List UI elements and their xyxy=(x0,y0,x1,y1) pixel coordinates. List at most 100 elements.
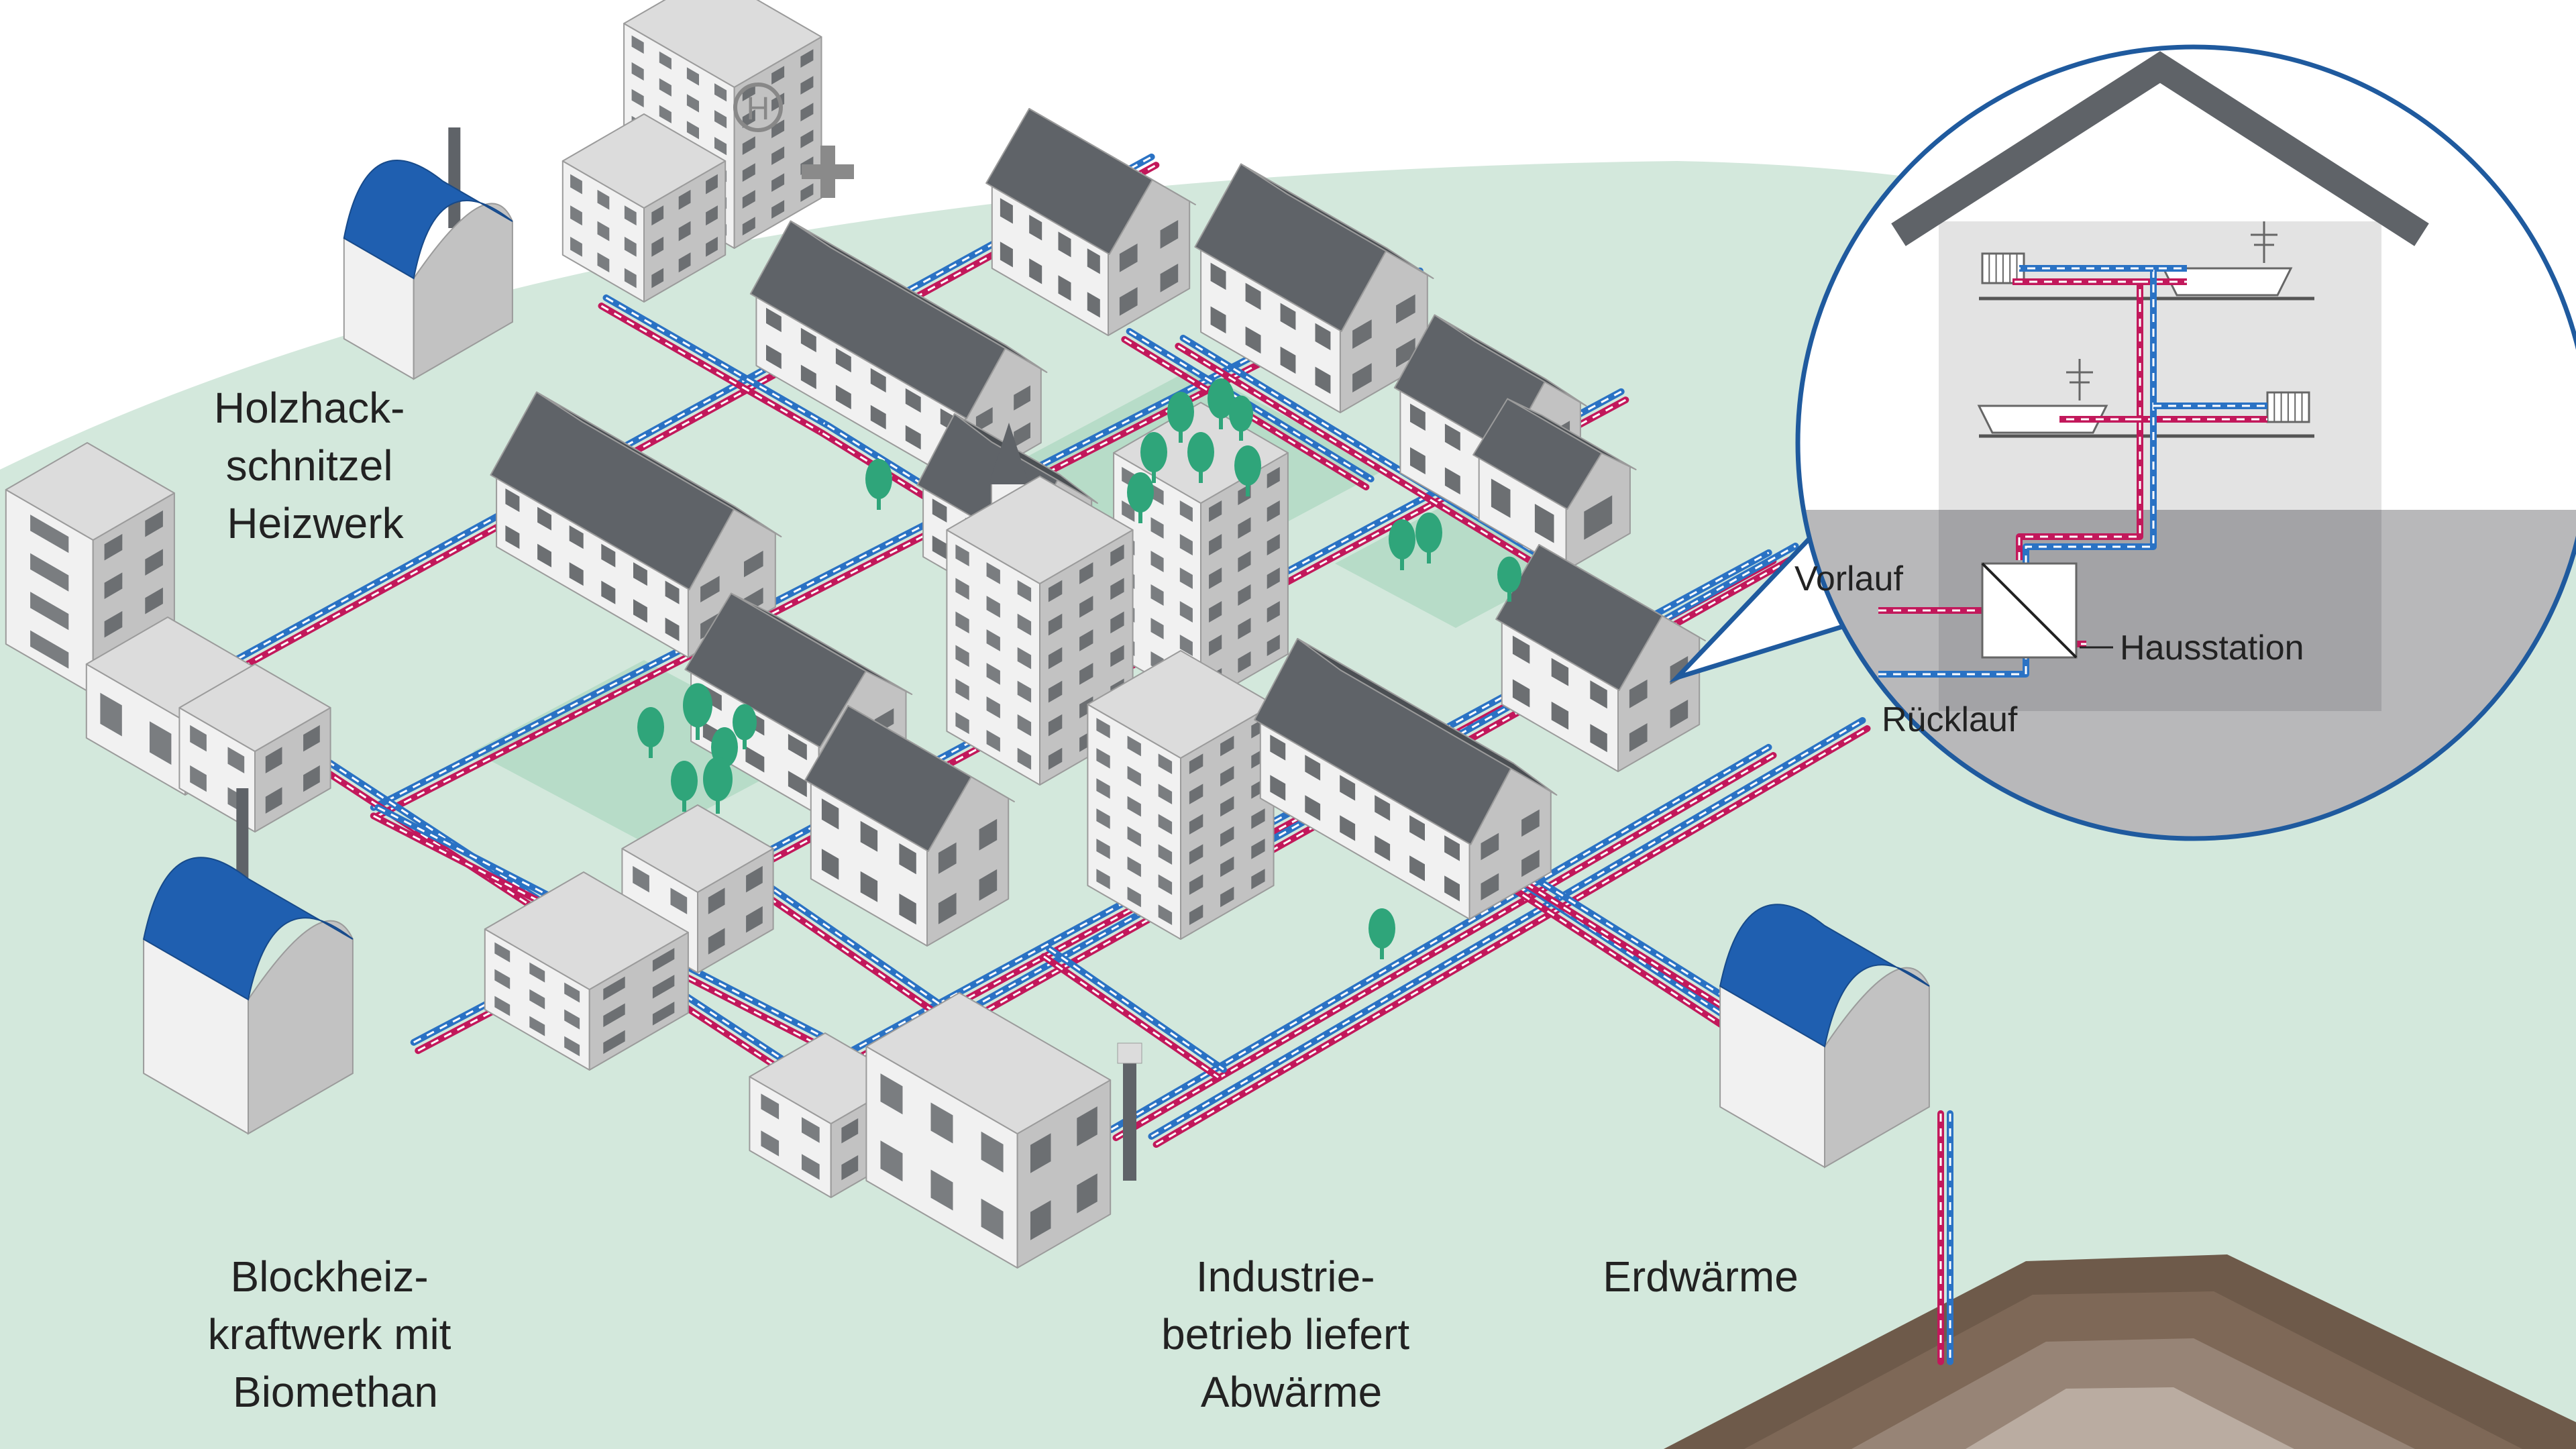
roof-back xyxy=(847,705,1015,802)
window xyxy=(603,976,625,1001)
window xyxy=(1209,601,1222,623)
window xyxy=(1409,815,1425,841)
house xyxy=(985,108,1196,336)
radiator-icon xyxy=(2266,391,2310,423)
trees xyxy=(637,378,1521,959)
tree xyxy=(865,459,892,510)
window xyxy=(1179,500,1193,522)
window xyxy=(766,307,782,333)
window xyxy=(870,405,886,430)
window xyxy=(651,268,664,288)
roof-back xyxy=(1434,314,1587,407)
tree xyxy=(1368,908,1395,959)
window xyxy=(1030,1200,1051,1240)
window xyxy=(1087,248,1100,274)
roof-back xyxy=(1240,163,1434,279)
window xyxy=(150,721,172,765)
window xyxy=(30,515,69,553)
window xyxy=(1629,680,1648,708)
apartment-block xyxy=(946,476,1134,786)
window xyxy=(714,110,727,129)
window xyxy=(880,1140,903,1182)
window xyxy=(1048,747,1063,770)
window xyxy=(1048,714,1063,737)
window xyxy=(505,525,520,549)
window xyxy=(652,1002,675,1026)
window xyxy=(494,969,511,989)
window xyxy=(706,236,718,257)
window xyxy=(1150,551,1164,572)
tree xyxy=(1208,378,1234,429)
window xyxy=(603,1003,625,1028)
window xyxy=(771,146,785,165)
window xyxy=(1017,747,1032,770)
window xyxy=(1512,679,1530,708)
window xyxy=(771,93,785,111)
window xyxy=(665,617,680,641)
window xyxy=(1270,775,1286,801)
window xyxy=(1189,753,1203,774)
window xyxy=(631,89,644,108)
roof-flat xyxy=(946,476,1134,584)
return-label: Rücklauf xyxy=(1882,700,2018,739)
hospital-annex xyxy=(561,113,727,303)
window xyxy=(708,888,725,914)
chp-plant-label: Blockheiz- kraftwerk mit Biomethan xyxy=(208,1252,463,1416)
window xyxy=(651,236,664,257)
window xyxy=(771,66,785,85)
window xyxy=(742,136,755,155)
tree xyxy=(733,704,757,749)
window xyxy=(1029,215,1042,241)
window xyxy=(860,820,878,852)
woodchip-plant xyxy=(343,127,513,380)
window xyxy=(1220,826,1234,847)
window xyxy=(601,543,616,568)
window xyxy=(1048,580,1063,602)
wall-arched xyxy=(413,203,513,380)
window xyxy=(860,871,878,902)
roof-back xyxy=(790,220,1048,373)
window xyxy=(1238,517,1251,539)
window xyxy=(1158,874,1173,895)
window xyxy=(564,1009,580,1030)
window xyxy=(955,578,969,600)
roof-back xyxy=(1538,544,1706,641)
window xyxy=(938,842,957,874)
window xyxy=(265,787,282,814)
window xyxy=(1096,748,1110,769)
window xyxy=(981,1131,1004,1173)
window xyxy=(670,888,688,914)
window xyxy=(1220,886,1234,908)
window xyxy=(975,407,993,433)
window xyxy=(631,35,644,54)
tree xyxy=(1167,392,1194,443)
window xyxy=(986,663,1000,685)
window xyxy=(601,580,616,604)
window xyxy=(802,1117,820,1143)
window xyxy=(529,989,545,1010)
window xyxy=(1158,753,1173,774)
window xyxy=(1375,795,1391,821)
office-block xyxy=(484,871,689,1071)
window xyxy=(1048,680,1063,703)
window xyxy=(1238,551,1251,572)
window xyxy=(1110,645,1124,667)
window xyxy=(633,865,649,893)
window xyxy=(1396,337,1415,368)
window xyxy=(841,1118,859,1144)
roof-back xyxy=(730,592,913,695)
window xyxy=(1375,835,1391,861)
window xyxy=(1396,294,1415,324)
tree xyxy=(637,707,664,758)
window xyxy=(1521,849,1540,877)
window xyxy=(1209,568,1222,589)
plant-roof xyxy=(1719,904,1930,1048)
bathtub-icon xyxy=(1977,359,2108,434)
window xyxy=(1444,423,1460,451)
window xyxy=(1150,484,1164,505)
roof-back xyxy=(953,413,1098,504)
tree xyxy=(1127,472,1154,523)
plant-roof xyxy=(142,857,354,1001)
window xyxy=(569,525,584,549)
window xyxy=(1267,601,1280,623)
